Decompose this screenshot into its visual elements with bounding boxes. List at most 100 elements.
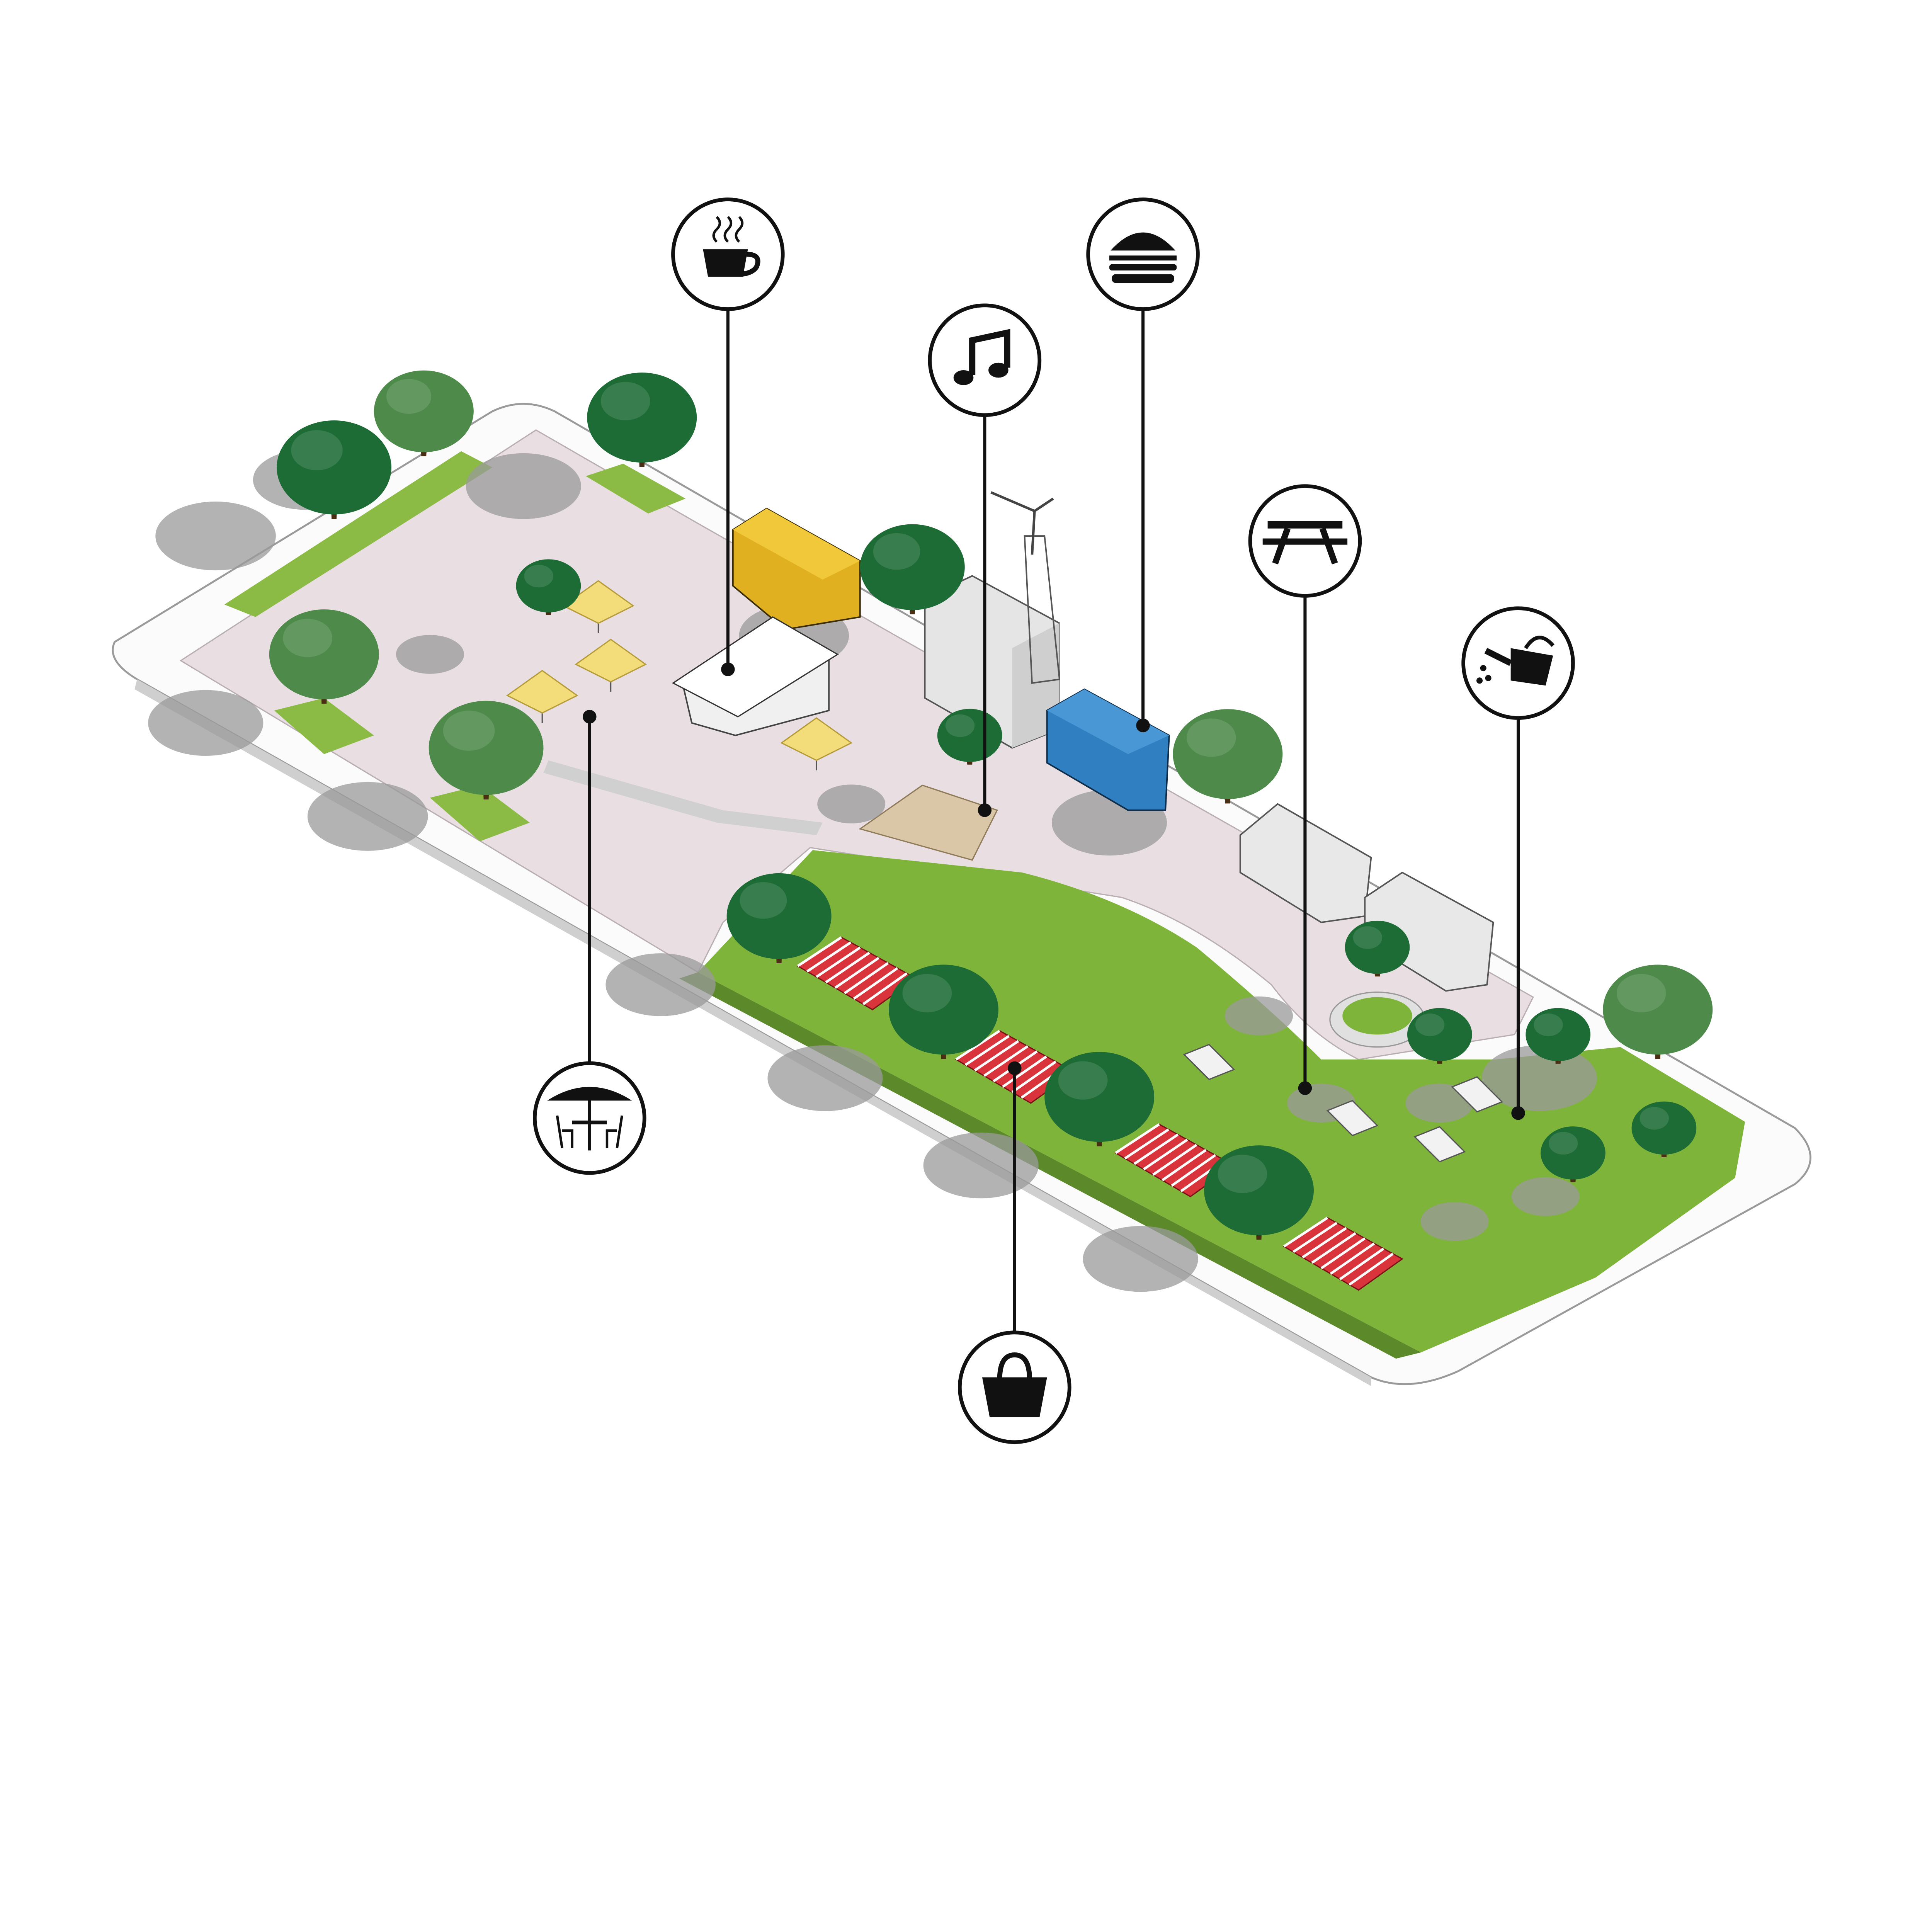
picnic-table-icon [1262,521,1348,565]
tree [1603,964,1713,1059]
tree-canopy [269,609,379,699]
canopy-highlight [1186,718,1236,757]
round-planter-grass [1342,997,1412,1035]
canopy-highlight [1415,1013,1445,1036]
picnic-tables [1183,1044,1503,1163]
market-stall [1282,1216,1404,1291]
tree [1407,1008,1472,1064]
canopy-highlight [945,714,975,737]
tree-shadows [148,450,1597,1292]
canopy-highlight [291,430,343,471]
burger-icon [1109,232,1177,283]
tree-canopy [889,964,998,1055]
stall-stripe [797,936,842,967]
tree [860,524,965,614]
tree [374,370,474,456]
stall-stripe [1302,1227,1347,1259]
stall-stripe [1011,1060,1057,1094]
stall-stripe [816,946,861,978]
tree-canopy [1541,1126,1605,1180]
stall-stripe [1330,1242,1375,1275]
picnic-table [1183,1044,1235,1080]
shopping-bag-icon [982,1352,1047,1417]
curb-edge [134,679,1371,1386]
callout-music [928,303,1042,817]
trees [269,370,1713,1240]
umbrella-canopy [506,670,578,714]
canopy-highlight [873,533,920,570]
tree-canopy [860,524,965,610]
stall-stripe [1143,1138,1188,1170]
tree [1044,1052,1155,1146]
tree-canopy [937,709,1002,762]
tree-canopy [587,372,697,463]
cafe-umbrella [780,717,853,770]
site-ground [112,403,1811,1386]
tree [277,420,391,519]
leader-dot [1136,718,1150,733]
picnic-table [1413,1126,1466,1163]
tree [1541,1126,1605,1182]
umbrella-canopy [780,717,853,761]
activity-callouts [533,197,1575,1444]
wind-turbine-tower [990,491,1061,684]
stall-stripe [983,1045,1029,1077]
umbrella-canopy [562,580,634,624]
tree-canopy [1204,1145,1314,1236]
tree [1204,1145,1314,1240]
tree [429,701,544,800]
callout-picnic [1248,484,1362,1095]
stall-stripe [844,962,889,995]
stall-stripe [834,957,880,989]
tree [516,559,581,615]
callout-food [1086,197,1200,733]
tree [1631,1101,1697,1157]
stall-stripe [955,1030,1000,1061]
canopy-highlight [1058,1061,1108,1100]
stall-stripe [1171,1154,1216,1187]
canopy-highlight [902,974,952,1012]
umbrella-canopy [575,638,647,683]
callout-outdoor-dining [533,710,646,1175]
stage-deck [859,784,998,861]
tree [1526,1008,1591,1064]
tree-shadow [1420,1202,1489,1241]
tree-shadow [155,502,276,571]
tree-canopy [277,420,391,515]
stall-stripe [1283,1216,1328,1248]
canopy-highlight [1353,926,1383,949]
stall-stripe [853,967,898,1000]
stall-stripe [825,952,870,984]
market-stall [796,936,917,1010]
canopy-highlight [740,882,787,919]
watering-can-icon [1476,636,1555,686]
picnic-table [1326,1100,1379,1136]
yellow-kiosk [732,507,861,631]
callout-gardening [1461,606,1575,1120]
tree-shadow [1225,996,1293,1036]
callout-circle [1086,197,1200,311]
canopy-highlight [1639,1107,1669,1130]
tree-canopy [1407,1008,1472,1061]
canopy-highlight [443,711,495,751]
planting-strip-west [224,451,493,617]
tree [1345,920,1410,977]
stall-stripe [964,1035,1010,1066]
stall-stripe [1339,1247,1384,1281]
tree-shadow [817,784,886,823]
tree-canopy [1173,709,1283,799]
planting-strip-b [430,785,530,842]
music-note-icon [953,329,1010,385]
tree-shadow [466,453,581,519]
tree-shadow [307,782,428,851]
coffee-cup-icon [703,216,760,277]
tree-canopy [516,559,581,612]
tree [587,372,697,467]
canopy-highlight [386,379,432,414]
tree-shadow [396,635,464,674]
stall-stripe [1349,1253,1394,1286]
stall-stripe [1002,1055,1047,1088]
canopy-highlight [524,565,553,588]
leader-dot [1008,1061,1022,1075]
tree [269,609,379,704]
